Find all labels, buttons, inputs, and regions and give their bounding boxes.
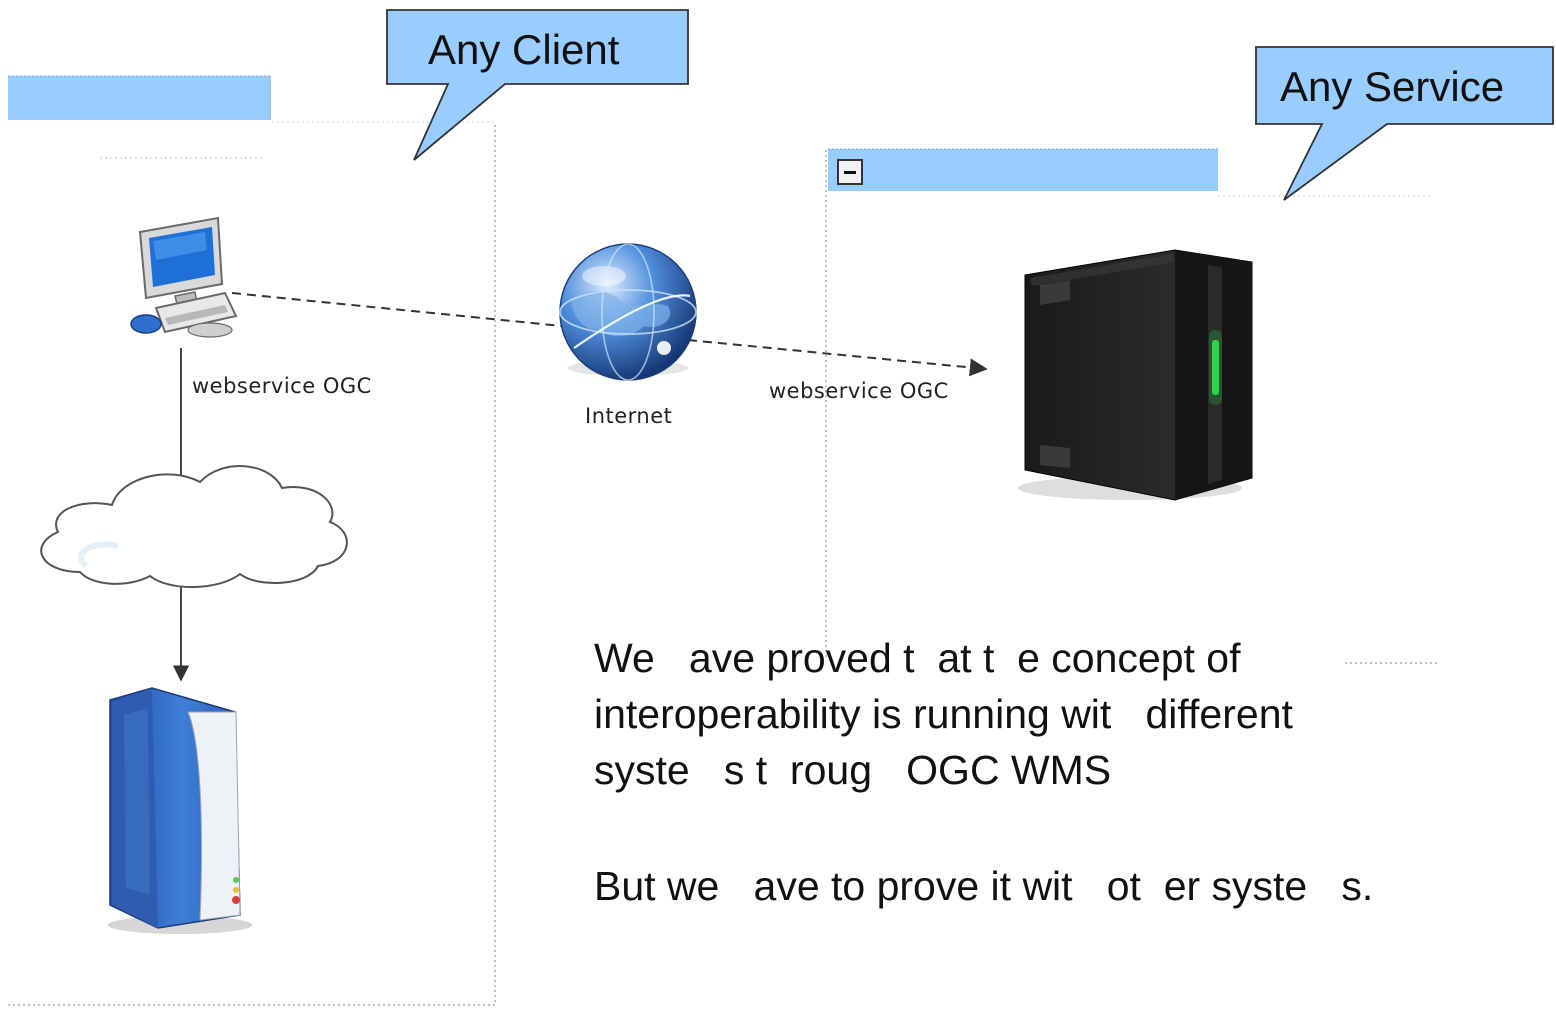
service-boundary [825,148,1440,664]
client-link-label: webservice OGC [192,374,372,398]
body-text-line-2: interoperability is running wit differen… [594,691,1293,737]
desktop-computer-icon [130,216,238,338]
service-link-label: webservice OGC [769,379,949,403]
client-header-bar [8,76,271,120]
body-text-line-4: But we ave to prove it wit ot er syste s… [594,863,1374,909]
callout-client-label: Any Client [428,26,620,73]
callout-any-client [386,9,689,161]
link-client-internet [231,292,563,327]
minus-icon[interactable] [837,159,863,185]
service-header-bar [828,149,1218,191]
black-server-tower-icon [1018,249,1253,501]
blue-server-tower-icon [108,687,252,934]
cloud-icon [40,465,348,589]
internet-label: Internet [585,404,673,428]
body-text-line-3: syste s t roug OGC WMS [594,747,1112,793]
link-internet-service [687,339,988,377]
callout-any-service [1255,46,1554,201]
body-text-line-1: We ave proved t at t e concept of [594,635,1241,681]
callout-service-label: Any Service [1280,63,1505,110]
globe-icon [559,243,697,381]
client-boundary [8,75,496,1006]
